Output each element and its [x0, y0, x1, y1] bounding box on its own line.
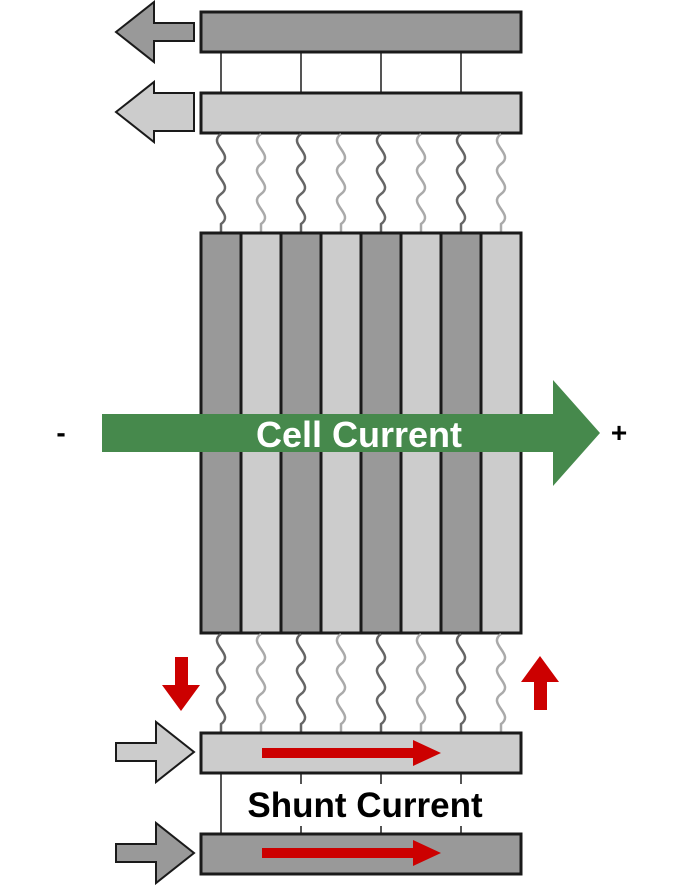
shunt-arrow-light-manifold — [262, 740, 441, 766]
outlet-arrow-dark — [114, 0, 195, 65]
plus-terminal: + — [611, 417, 627, 448]
shunt-current-label: Shunt Current — [247, 786, 483, 825]
bottom-inlet-manifold-dark — [199, 832, 523, 876]
cell-current-label: Cell Current — [256, 414, 462, 455]
top-outlet-manifold-light — [199, 91, 523, 135]
shunt-up-arrow — [521, 656, 559, 710]
bottom-channels — [215, 632, 507, 734]
top-outlet-manifold-dark — [199, 10, 523, 54]
minus-terminal: - — [56, 417, 65, 448]
outlet-arrow-light — [114, 79, 195, 145]
cell-current-arrow — [102, 380, 600, 486]
inlet-arrow-dark — [115, 820, 196, 886]
shunt-down-arrow — [162, 657, 200, 711]
inlet-arrow-light — [115, 719, 196, 785]
shunt-arrow-dark-manifold — [262, 840, 441, 866]
shunt-label-backdrop — [228, 784, 502, 826]
top-manifold-connectors — [220, 52, 462, 93]
top-channels — [215, 132, 507, 234]
